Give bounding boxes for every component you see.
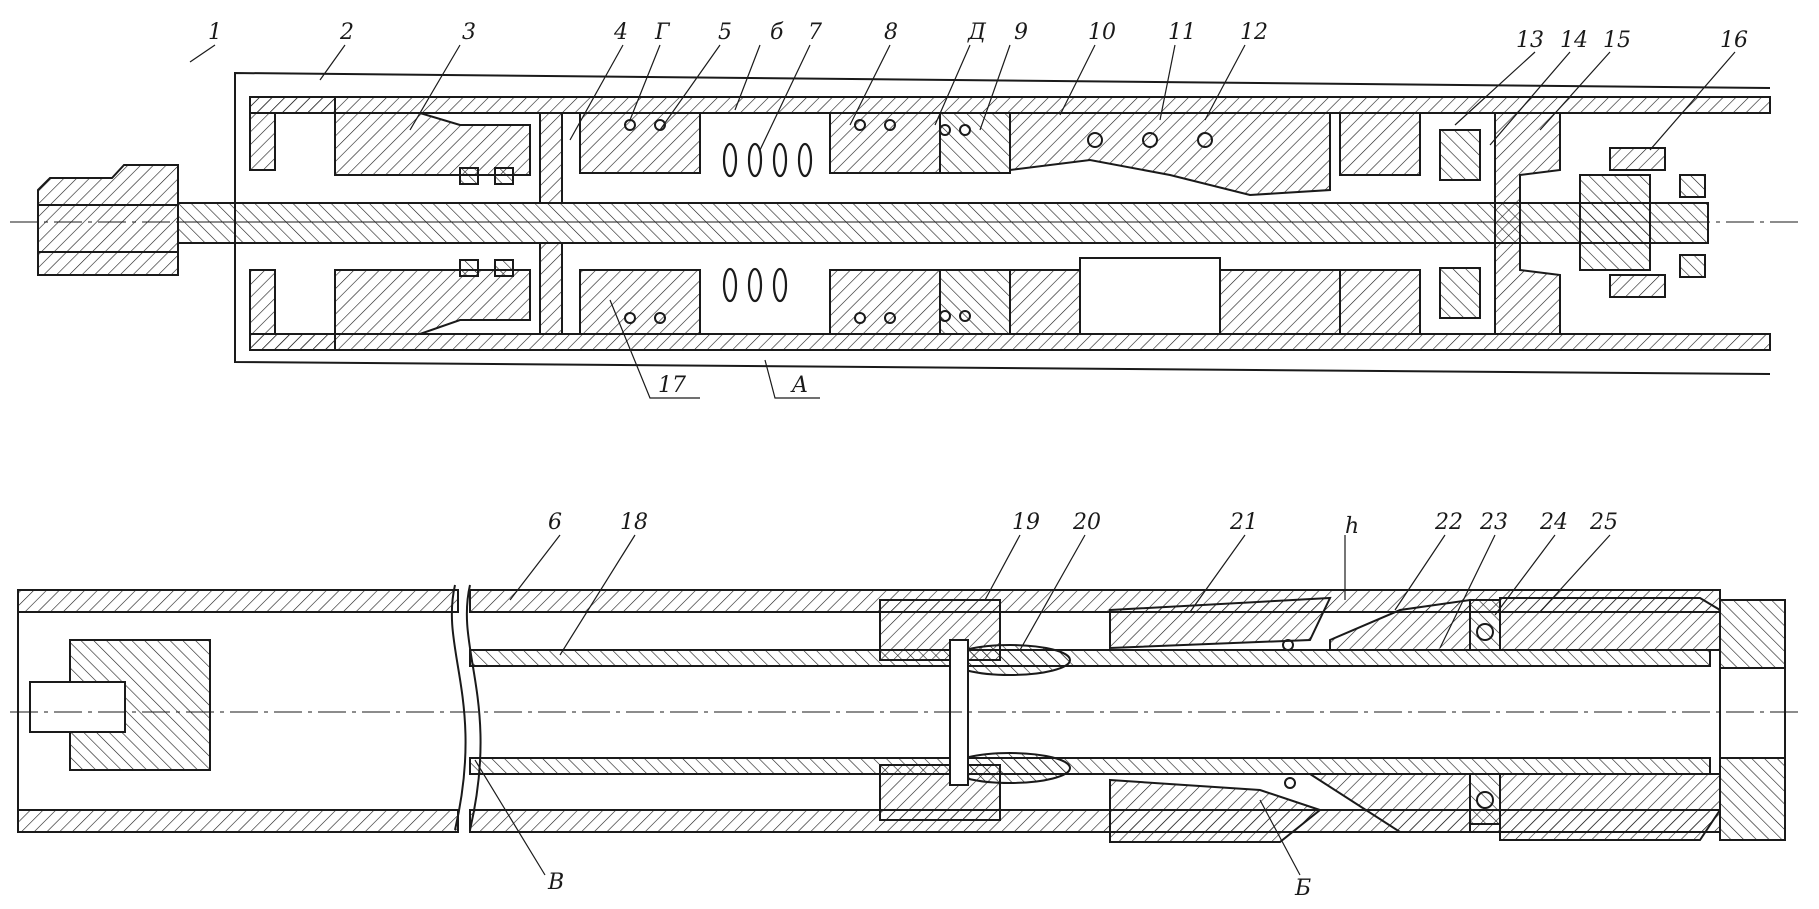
inner-tube-18	[469, 649, 1711, 667]
cap-15	[1494, 112, 1561, 335]
label-21: 21	[1230, 510, 1258, 535]
cone-bottom-right	[1219, 269, 1341, 335]
end-cap-left	[249, 96, 336, 171]
end-nut-25-bottom	[1499, 773, 1721, 841]
collar-22-bottom	[1306, 773, 1471, 833]
label-18: 18	[620, 510, 648, 535]
part-9	[939, 112, 1011, 174]
part-9-bottom	[939, 269, 1011, 335]
window	[1079, 257, 1221, 335]
label-h: h	[1345, 514, 1360, 539]
label-5: 5	[718, 20, 732, 45]
label-1: 1	[208, 20, 222, 45]
label-19: 19	[1012, 510, 1040, 535]
wedge-21-bottom	[1109, 778, 1323, 843]
wedge-21	[1109, 596, 1332, 650]
end-cap-left-bottom	[249, 269, 336, 351]
label-D: Д	[968, 20, 986, 45]
bearing-24-bottom	[1469, 773, 1501, 825]
disc-4	[539, 112, 563, 204]
label-12: 12	[1240, 20, 1268, 45]
label-10: 10	[1088, 20, 1116, 45]
label-7: 7	[808, 20, 822, 45]
break-line	[465, 584, 482, 831]
label-22: 22	[1435, 510, 1463, 535]
tube-left-top	[17, 589, 459, 613]
label-11: 11	[1168, 20, 1196, 45]
nozzle	[37, 164, 179, 276]
top-assembly	[37, 71, 1771, 375]
label-16: 16	[1720, 28, 1748, 53]
cone-11-12	[1009, 112, 1331, 197]
label-B: Б	[1295, 876, 1312, 901]
label-b: б	[770, 20, 784, 45]
inner-tube-18-bottom	[469, 757, 1711, 775]
label-13: 13	[1516, 28, 1544, 53]
label-3: 3	[462, 20, 476, 45]
label-A: A	[792, 373, 808, 398]
piston-block-3-bottom	[334, 269, 531, 335]
bearing-14-bottom	[1439, 267, 1481, 319]
label-2: 2	[340, 20, 354, 45]
cone-bottom	[1009, 269, 1081, 335]
right-body-13-bottom	[1339, 269, 1421, 335]
label-25: 25	[1590, 510, 1618, 535]
label-15: 15	[1603, 28, 1631, 53]
label-9: 9	[1014, 20, 1028, 45]
spring-7	[722, 142, 813, 303]
label-14: 14	[1560, 28, 1588, 53]
label-17: 17	[658, 373, 686, 398]
label-V: B	[548, 870, 565, 895]
piston-block-3	[334, 112, 531, 176]
casing-top-wall	[249, 96, 1771, 114]
label-6: 6	[548, 510, 562, 535]
leader-lines-top	[189, 44, 1736, 399]
sleeve-5-bottom	[579, 269, 701, 335]
label-G: Г	[655, 20, 670, 45]
central-rod	[177, 202, 1709, 244]
leader-lines-bottom	[474, 534, 1611, 876]
casing-bottom-wall	[249, 333, 1771, 351]
bottom-assembly	[17, 584, 1786, 843]
end-nut-25	[1499, 597, 1721, 651]
disc-4-bottom	[539, 242, 563, 335]
label-24: 24	[1540, 510, 1568, 535]
label-8: 8	[884, 20, 898, 45]
label-4: 4	[614, 20, 628, 45]
right-body-13	[1339, 112, 1421, 176]
label-23: 23	[1480, 510, 1508, 535]
bearing-14	[1439, 129, 1481, 181]
tube-left-bottom	[17, 809, 459, 833]
balls-11	[1087, 132, 1213, 148]
label-20: 20	[1073, 510, 1101, 535]
sleeve-5	[579, 112, 701, 174]
sleeve-8-bottom	[829, 269, 941, 335]
